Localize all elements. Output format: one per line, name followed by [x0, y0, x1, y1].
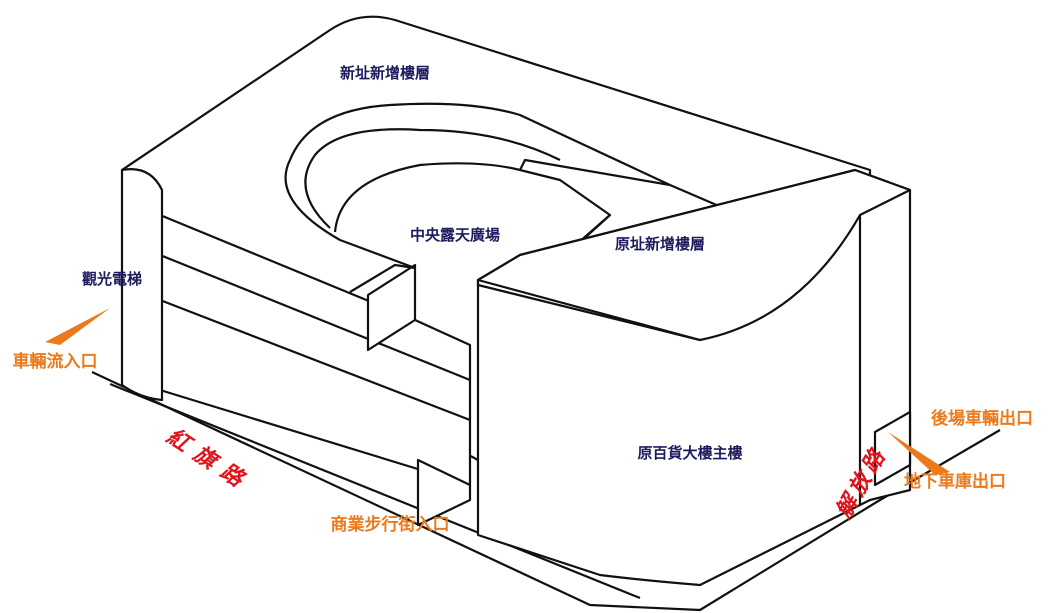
main-building-block — [476, 168, 912, 587]
vehicle-entrance-arrow-icon — [45, 308, 110, 345]
road-label-left: 紅旗路 — [162, 423, 257, 497]
label-vehicle-entrance: 車輛流入口 — [13, 351, 98, 372]
label-service-vehicle-exit: 後場車輛出口 — [931, 408, 1033, 429]
garage-exit-arrow-icon — [888, 432, 950, 475]
left-wing-block — [158, 213, 472, 527]
label-sightseeing-elevator: 觀光電梯 — [82, 270, 142, 288]
sightseeing-elevator-shaft — [120, 168, 164, 402]
label-new-site-floors: 新址新增樓層 — [340, 64, 430, 82]
label-pedestrian-street-entrance: 商業步行街入口 — [331, 514, 450, 535]
road-lines — [91, 371, 1001, 612]
label-central-plaza: 中央露天廣場 — [410, 226, 500, 244]
label-main-building: 原百貨大樓主樓 — [637, 444, 742, 462]
label-underground-garage-exit: 地下車庫出口 — [904, 471, 1006, 492]
label-original-site-floors: 原址新增樓層 — [615, 235, 705, 253]
